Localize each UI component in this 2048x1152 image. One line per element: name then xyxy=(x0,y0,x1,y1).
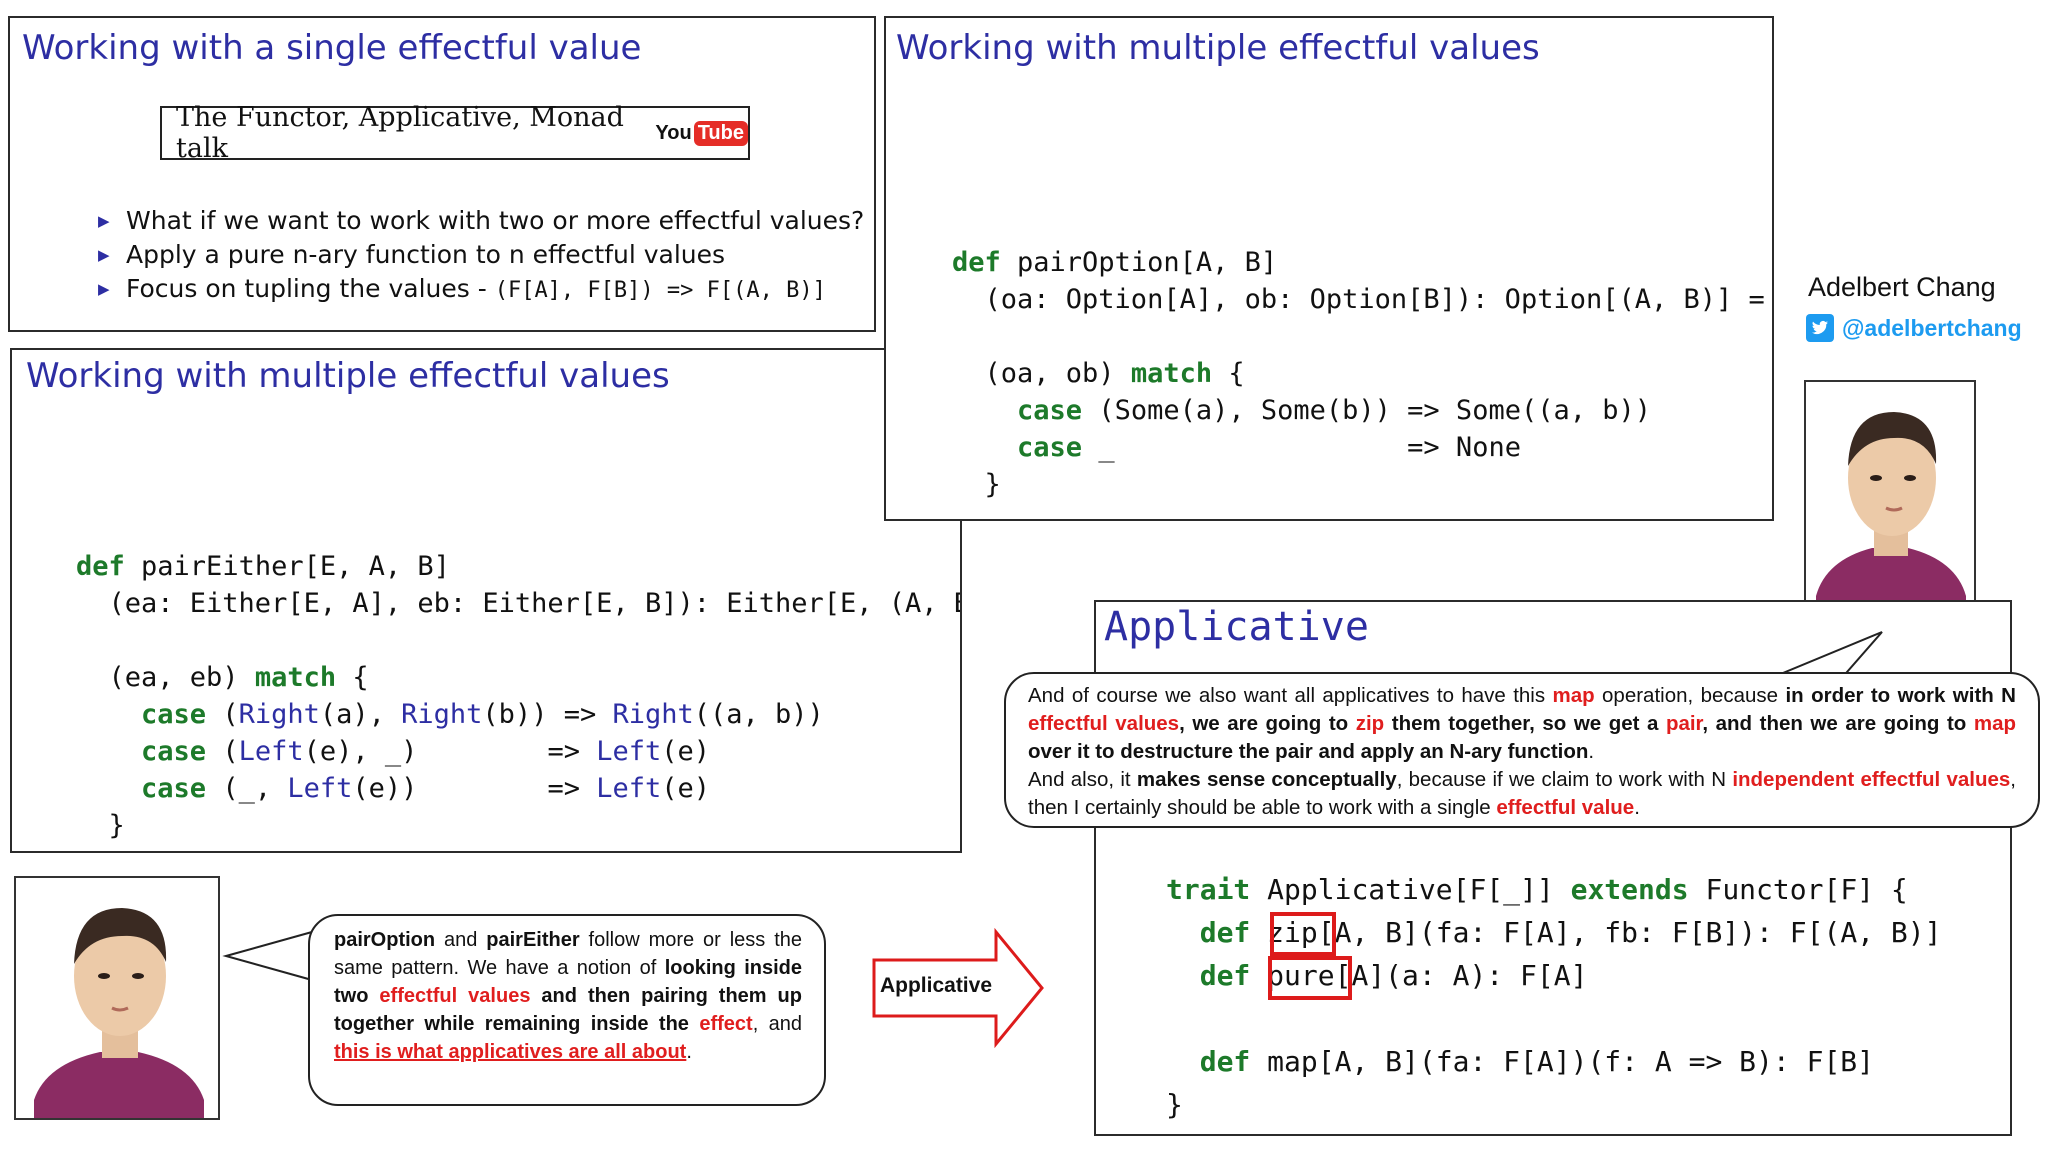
twitter-handle: @adelbertchang xyxy=(1842,314,2022,341)
code-line: (ea: Either[E, A], eb: Either[E, B]): Ei… xyxy=(76,588,962,619)
code-line: (oa, ob) match { xyxy=(952,358,1245,389)
portrait-illustration xyxy=(34,908,204,1118)
pure-highlight-box xyxy=(1268,956,1352,1000)
author-name: Adelbert Chang xyxy=(1808,272,1996,302)
code-line: (oa: Option[A], ob: Option[B]): Option[(… xyxy=(952,284,1765,315)
code-line: case (Right(a), Right(b)) => Right((a, b… xyxy=(141,699,824,730)
code-line: case (Some(a), Some(b)) => Some((a, b)) xyxy=(1017,395,1652,426)
pure-method: pure xyxy=(1267,959,1335,992)
applicative-arrow xyxy=(872,928,1044,1048)
video-link-label: The Functor, Applicative, Monad talk xyxy=(176,102,624,164)
code-line: case _ => None xyxy=(1017,432,1521,463)
speech-bubble-right: And of course we also want all applicati… xyxy=(1004,672,2040,828)
bullet-code: (F[A], F[B]) => F[(A, B)] xyxy=(494,278,826,303)
code-line: case (Left(e), _) => Left(e) xyxy=(141,736,711,767)
slide-single-effectful-value: Working with a single effectful value Th… xyxy=(8,16,876,332)
twitter-handle-link[interactable]: @adelbertchang xyxy=(1806,314,2022,342)
bullet-item: What if we want to work with two or more… xyxy=(98,204,864,238)
youtube-logo-icon: You Tube xyxy=(655,120,748,146)
portrait-illustration xyxy=(1816,412,1966,622)
author-portrait-right xyxy=(1804,380,1976,624)
bullet-item: Apply a pure n-ary function to n effectf… xyxy=(98,238,864,272)
applicative-code: trait Applicative[F[_]] extends Functor[… xyxy=(1166,868,1941,1126)
twitter-icon xyxy=(1806,314,1834,342)
code-line: case (_, Left(e)) => Left(e) xyxy=(141,773,711,804)
zip-highlight-box xyxy=(1270,912,1336,956)
code-line: def zip[A, B](fa: F[A], fb: F[B]): F[(A,… xyxy=(1199,916,1942,949)
slide-title: Applicative xyxy=(1104,604,1369,650)
bubble-left-tail xyxy=(222,930,313,982)
speech-bubble-left: pairOption and pairEither follow more or… xyxy=(308,914,826,1106)
slide-title: Working with multiple effectful values xyxy=(896,28,1540,68)
code-line: def pairOption[A, B] xyxy=(952,247,1278,278)
code-line: def pure[A](a: A): F[A] xyxy=(1199,959,1588,992)
video-link-box[interactable]: The Functor, Applicative, Monad talk You… xyxy=(160,102,750,164)
code-line: def map[A, B](fa: F[A])(f: A => B): F[B] xyxy=(1199,1045,1875,1078)
bullet-item: Focus on tupling the values - (F[A], F[B… xyxy=(98,272,864,308)
slide-pair-option: Working with multiple effectful values d… xyxy=(884,16,1774,521)
pair-either-code: def pairEither[E, A, B] (ea: Either[E, A… xyxy=(76,548,962,844)
bubble-paragraph: And of course we also want all applicati… xyxy=(1028,684,2016,763)
pair-option-code: def pairOption[A, B] (oa: Option[A], ob:… xyxy=(952,244,1765,503)
arrow-label: Applicative xyxy=(879,974,993,997)
bubble-paragraph: And also, it makes sense conceptually, b… xyxy=(1028,768,2016,819)
code-line: } xyxy=(1166,1088,1183,1121)
code-line: trait Applicative[F[_]] extends Functor[… xyxy=(1166,873,1908,906)
code-line: } xyxy=(76,810,125,841)
slide-pair-either: Working with multiple effectful values d… xyxy=(10,348,962,853)
code-line: } xyxy=(952,469,1001,500)
code-line: (ea, eb) match { xyxy=(76,662,369,693)
code-line: def pairEither[E, A, B] xyxy=(76,551,450,582)
bullet-list: What if we want to work with two or more… xyxy=(98,204,864,308)
slide-title: Working with a single effectful value xyxy=(22,28,642,68)
author-portrait-left xyxy=(14,876,220,1120)
zip-method: zip xyxy=(1267,916,1318,949)
slide-title: Working with multiple effectful values xyxy=(26,356,670,396)
